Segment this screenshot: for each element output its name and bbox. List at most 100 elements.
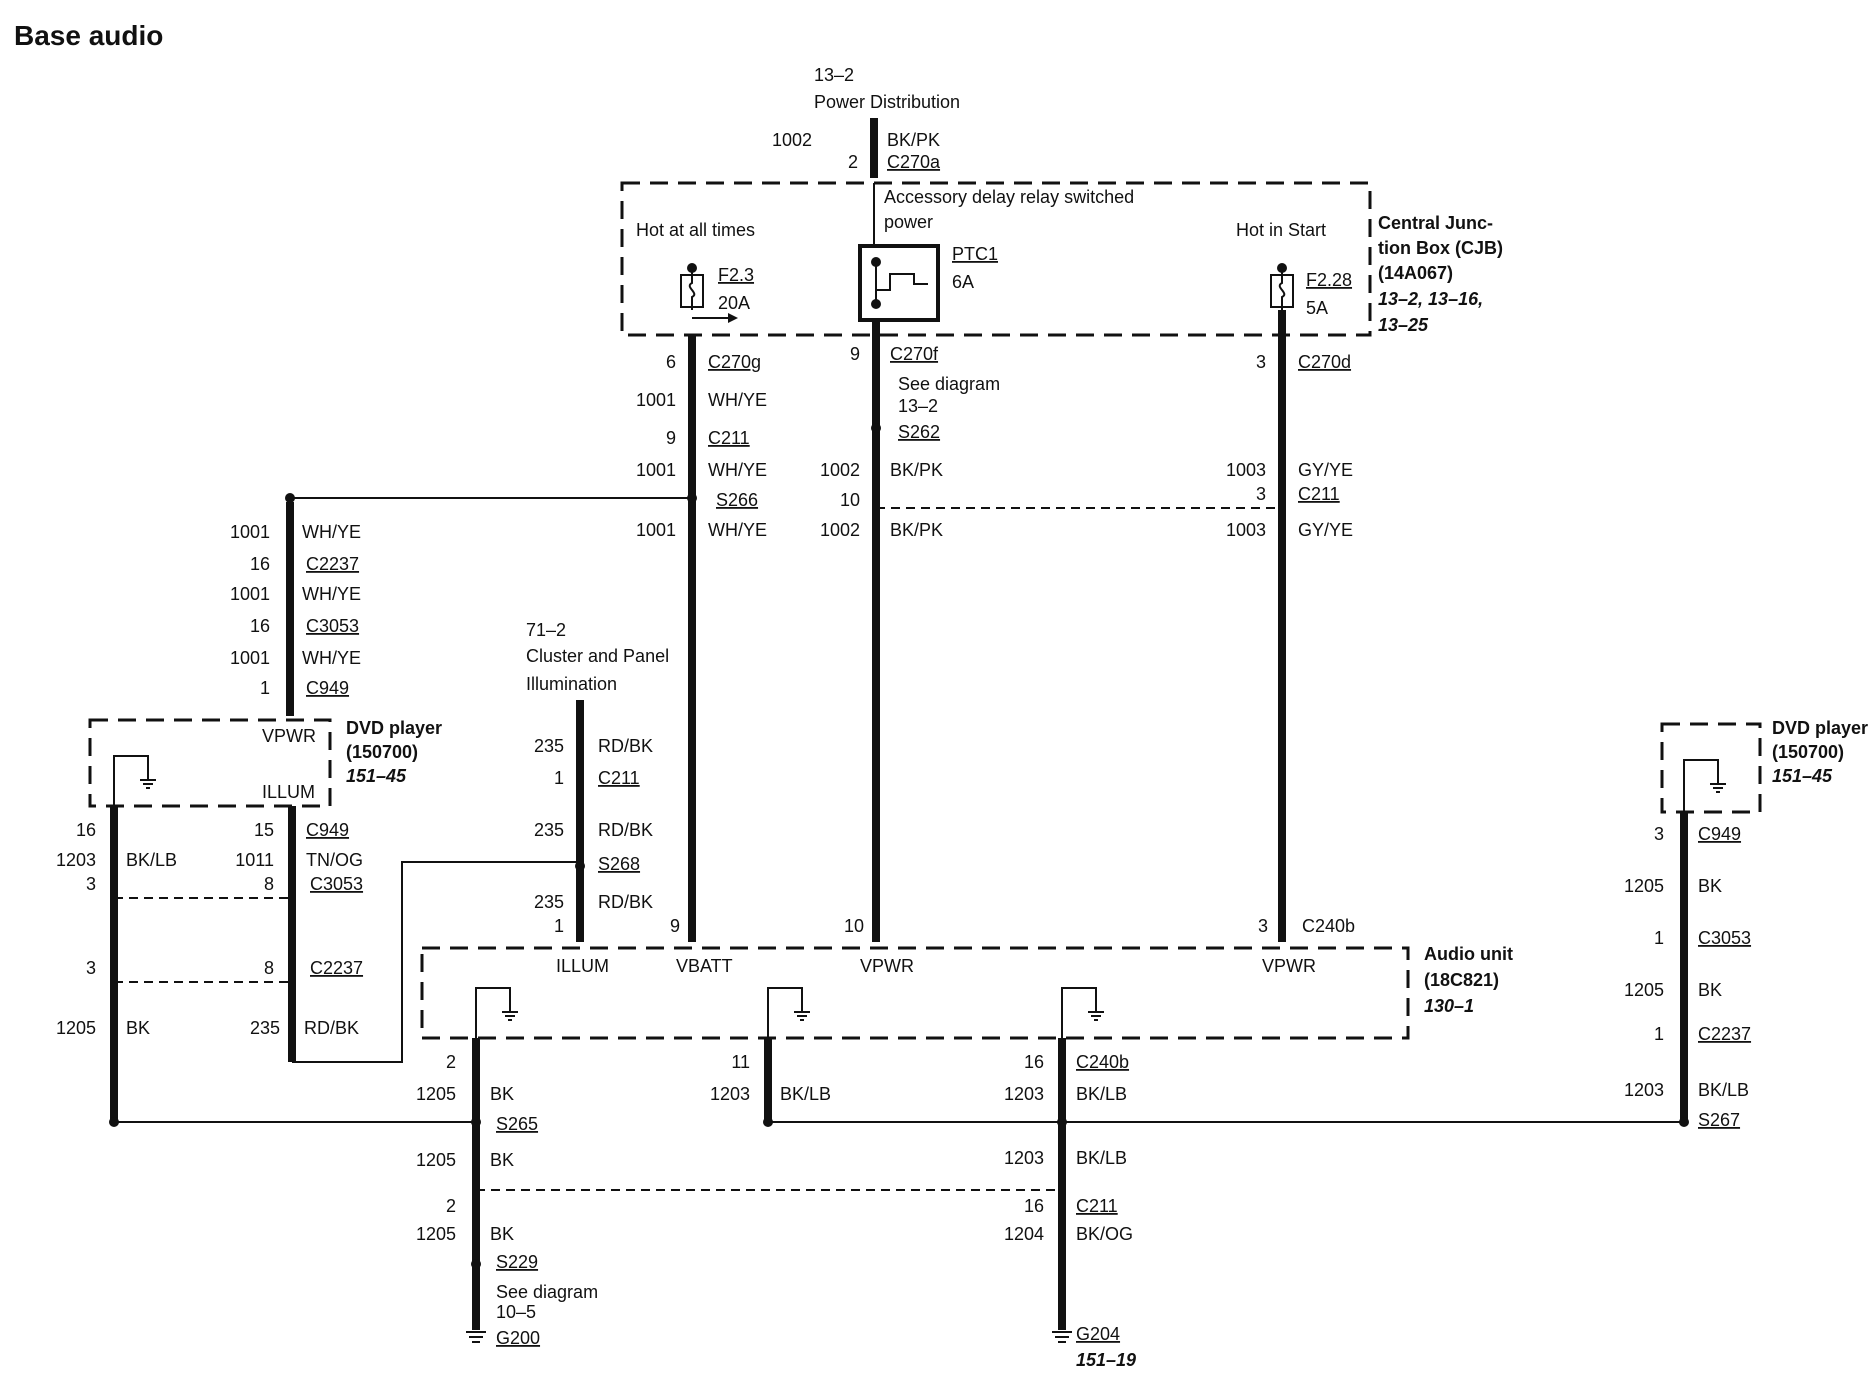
label-dvd-right-conn1: C949 (1698, 824, 1741, 844)
label-dvd-right-pin2: 1 (1654, 928, 1664, 948)
label-dvd-left-col-a: WH/YE (302, 522, 361, 542)
label-dvd-left-g-circ2: 1205 (56, 1018, 96, 1038)
accessory-relay-label-1: Accessory delay relay switched (884, 187, 1134, 207)
label-grounds-g3-conn: C240b (1076, 1052, 1129, 1072)
label-col-c-col2: GY/YE (1298, 520, 1353, 540)
ptc1-breaker: PTC1 6A (858, 244, 998, 322)
column-a-labels: 6 C270g 1001 WH/YE 9 C211 1001 WH/YE S26… (636, 352, 767, 936)
fuse-1-label: F2.3 (718, 265, 754, 285)
label-dvd-left-i-conn2: C3053 (310, 874, 363, 894)
power-wire-color: BK/PK (887, 130, 940, 150)
label-dvd-left-pin-a: 16 (250, 554, 270, 574)
s268-splice-dot (575, 861, 585, 871)
label-audio-unit-pin-vpwr2: VPWR (1262, 956, 1316, 976)
label-col-a-conn2: C211 (708, 428, 750, 448)
label-grounds-g1-circ2: 1205 (416, 1150, 456, 1170)
label-grounds-s265: S265 (496, 1114, 538, 1134)
label-dvd-left-conn-a: C2237 (306, 554, 359, 574)
ground-symbols (466, 1331, 1072, 1343)
label-grounds-g1-col2: BK (490, 1150, 514, 1170)
illum-labels: 235 RD/BK 1 C211 235 RD/BK S268 235 RD/B… (534, 736, 653, 936)
s268-branch-line (292, 861, 580, 1063)
label-col-c-circ2: 1003 (1226, 520, 1266, 540)
label-dvd-left-ref: 151–45 (346, 766, 407, 786)
label-grounds-g2-col: BK/LB (780, 1084, 831, 1104)
label-col-b-splice: S262 (898, 422, 940, 442)
illumination-source: 71–2 Cluster and Panel Illumination (526, 620, 669, 694)
label-dvd-right-col2: BK (1698, 980, 1722, 1000)
label-audio-unit-pin-vpwr1: VPWR (860, 956, 914, 976)
label-col-a-conn1: C270g (708, 352, 761, 372)
label-dvd-left-i-circ1: 1011 (235, 850, 274, 870)
label-grounds-g3-pin2: 16 (1024, 1196, 1044, 1216)
label-illum-pin-unit: 1 (554, 916, 564, 936)
label-col-c-pin1: 3 (1256, 352, 1266, 372)
label-grounds-g1-pin2: 2 (446, 1196, 456, 1216)
label-dvd-left-circ-b: 1001 (230, 584, 270, 604)
cjb-part-number: (14A067) (1378, 263, 1453, 283)
label-col-a-col2: WH/YE (708, 460, 767, 480)
label-dvd-left-i-pin3: 8 (264, 958, 274, 978)
label-audio-unit-pin-vbatt: VBATT (676, 956, 733, 976)
label-illum-name1: Cluster and Panel (526, 646, 669, 666)
label-dvd-left-g-circ: 1203 (56, 850, 96, 870)
label-dvd-right-part: (150700) (1772, 742, 1844, 762)
dvd-right-box (1660, 722, 1762, 814)
page-title: Base audio (14, 20, 163, 51)
dvd-left-lower-labels: 16 1203 BK/LB 3 3 1205 BK 15 C949 1011 T… (56, 820, 363, 1038)
power-source-name: Power Distribution (814, 92, 960, 112)
label-col-a-circ2: 1001 (636, 460, 676, 480)
label-illum-splice: S268 (598, 854, 640, 874)
label-dvd-right-pin1: 3 (1654, 824, 1664, 844)
label-dvd-right-col3: BK/LB (1698, 1080, 1749, 1100)
cjb-labels: Central Junc- tion Box (CJB) (14A067) 13… (636, 187, 1503, 335)
label-illum-circ1: 235 (534, 736, 564, 756)
label-dvd-left-i-col1: TN/OG (306, 850, 363, 870)
label-col-a-col1: WH/YE (708, 390, 767, 410)
ptc-label: PTC1 (952, 244, 998, 264)
audio-unit-labels: Audio unit (18C821) 130–1 ILLUM VBATT VP… (556, 944, 1513, 1016)
label-col-b-conn1: C270f (890, 344, 939, 364)
label-grounds-g204-ref: 151–19 (1076, 1350, 1136, 1370)
label-col-c-conn-unit: C240b (1302, 916, 1355, 936)
label-col-c-pin2: 3 (1256, 484, 1266, 504)
label-col-a-col3: WH/YE (708, 520, 767, 540)
label-col-b-pin2: 10 (840, 490, 860, 510)
label-grounds-g3-circ2: 1203 (1004, 1148, 1044, 1168)
label-dvd-left-i-conn1: C949 (306, 820, 349, 840)
label-col-a-pin-unit: 9 (670, 916, 680, 936)
label-grounds-g200: G200 (496, 1328, 540, 1348)
cjb-name-1: Central Junc- (1378, 213, 1493, 233)
label-illum-col1: RD/BK (598, 736, 653, 756)
label-grounds-g3-col: BK/LB (1076, 1084, 1127, 1104)
label-grounds-g1-col3: BK (490, 1224, 514, 1244)
label-col-a-circ1: 1001 (636, 390, 676, 410)
label-grounds-g1-pin: 2 (446, 1052, 456, 1072)
label-col-a-pin2: 9 (666, 428, 676, 448)
label-dvd-left-circ-a: 1001 (230, 522, 270, 542)
s262-splice-dot (871, 423, 881, 433)
label-dvd-right-circ2: 1205 (1624, 980, 1664, 1000)
label-dvd-right-name: DVD player (1772, 718, 1868, 738)
label-illum-circ3: 235 (534, 892, 564, 912)
label-dvd-left-conn-b: C3053 (306, 616, 359, 636)
label-grounds-g3-conn2: C211 (1076, 1196, 1118, 1216)
label-audio-unit-pin-illum: ILLUM (556, 956, 609, 976)
label-dvd-left-col-c: WH/YE (302, 648, 361, 668)
label-grounds-g3-circ3: 1204 (1004, 1224, 1044, 1244)
label-dvd-left-i-conn3: C2237 (310, 958, 363, 978)
label-col-b-see1: See diagram (898, 374, 1000, 394)
label-grounds-g3-col3: BK/OG (1076, 1224, 1133, 1244)
label-dvd-right-conn2: C3053 (1698, 928, 1751, 948)
hot-at-all-times-label: Hot at all times (636, 220, 755, 240)
cjb-box (620, 181, 1372, 337)
label-col-a-circ3: 1001 (636, 520, 676, 540)
column-b-labels: 9 C270f See diagram 13–2 S262 1002 BK/PK… (820, 344, 1000, 936)
fuse-f2-3: F2.3 20A (680, 263, 754, 323)
label-col-c-circ1: 1003 (1226, 460, 1266, 480)
label-dvd-left-g-pin2: 3 (86, 874, 96, 894)
label-col-b-col2: BK/PK (890, 520, 943, 540)
fuse-2-label: F2.28 (1306, 270, 1352, 290)
label-dvd-left-conn-c: C949 (306, 678, 349, 698)
